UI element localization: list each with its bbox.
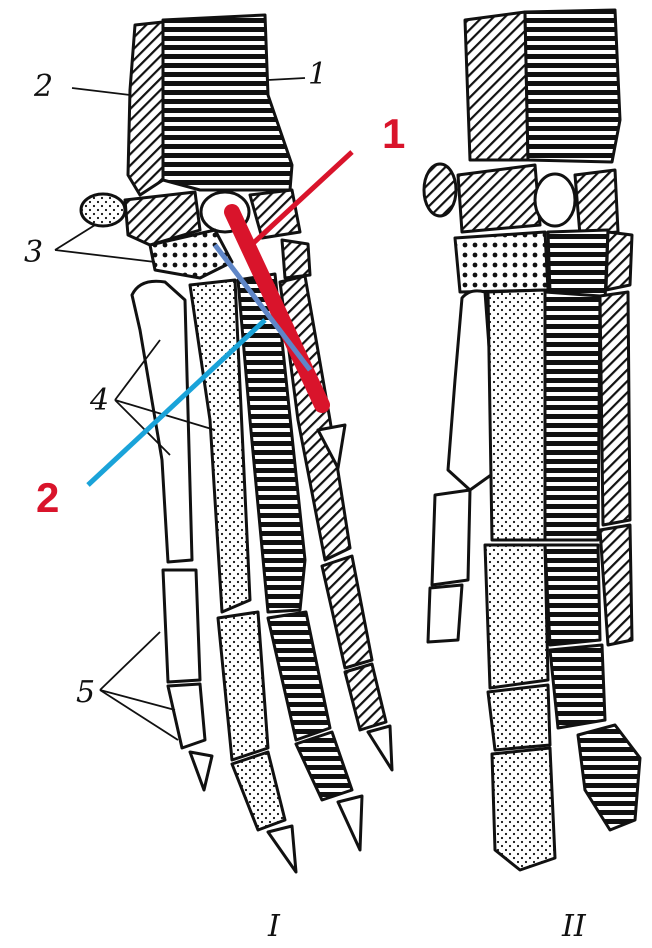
bone-claw-2-i — [268, 826, 296, 872]
bone-tarsal-f-ii — [606, 232, 632, 290]
bone-tarsal-c-ii — [575, 170, 618, 235]
label-5: 5 — [76, 675, 95, 710]
bone-phalanx-2b-ii — [488, 685, 550, 750]
bone-metatarsal-4-ii — [600, 292, 630, 525]
label-3: 3 — [24, 235, 43, 270]
bone-metatarsal-1-i — [132, 281, 192, 562]
caption-ii: II — [561, 909, 587, 944]
annotation-blue-number: 2 — [36, 474, 59, 521]
bone-tarsal-e-ii — [548, 230, 608, 300]
bone-phalanx-1b-ii — [428, 585, 462, 642]
bone-phalanx-2b-i — [232, 752, 285, 830]
bone-knob-i — [81, 194, 125, 226]
foot-ii — [424, 10, 640, 870]
foot-i — [81, 15, 392, 872]
bone-phalanx-2a-i — [218, 612, 268, 760]
bone-phalanx-3b-i — [296, 732, 352, 800]
bone-tarsal-e-i — [282, 240, 310, 278]
annotation-red-number: 1 — [382, 110, 405, 157]
bone-phalanx-2a-ii — [485, 545, 548, 688]
bone-phalanx-3a-ii — [545, 545, 600, 645]
label-1: 1 — [308, 57, 327, 92]
bone-tarsal-a-ii — [458, 165, 540, 232]
bone-claw-4-i — [368, 726, 392, 770]
bone-phalanx-1a-ii — [432, 490, 470, 585]
bone-phalanx-4b-i — [345, 664, 386, 730]
label-2: 2 — [33, 69, 53, 104]
bone-tarsal-c-i — [250, 190, 300, 238]
caption-i: I — [267, 909, 281, 944]
bone-claw-3-i — [338, 796, 362, 850]
bone-knob-ii — [424, 164, 456, 216]
bone-tibia-i — [163, 15, 292, 190]
bone-phalanx-3a-i — [268, 612, 330, 740]
bone-metatarsal-3-ii — [545, 292, 600, 540]
bone-tarsal-b-ii — [535, 174, 575, 226]
bone-phalanx-1a-i — [163, 570, 200, 682]
bone-metatarsal-2-ii — [488, 290, 545, 540]
bone-phalanx-3c-ii — [578, 725, 640, 830]
bone-phalanx-2c-ii — [492, 748, 555, 870]
label-4: 4 — [89, 383, 109, 418]
bone-phalanx-3b-ii — [550, 645, 605, 728]
bone-claw-1-i — [190, 752, 212, 790]
bone-phalanx-4a-i — [322, 556, 372, 668]
bone-tarsal-d-ii — [455, 232, 548, 292]
bone-tibia-ii — [525, 10, 620, 162]
bone-phalanx-4a-ii — [600, 525, 632, 645]
bone-fibula-i — [128, 22, 163, 195]
bone-phalanx-1b-i — [168, 684, 205, 748]
bone-fibula-ii — [465, 12, 528, 160]
